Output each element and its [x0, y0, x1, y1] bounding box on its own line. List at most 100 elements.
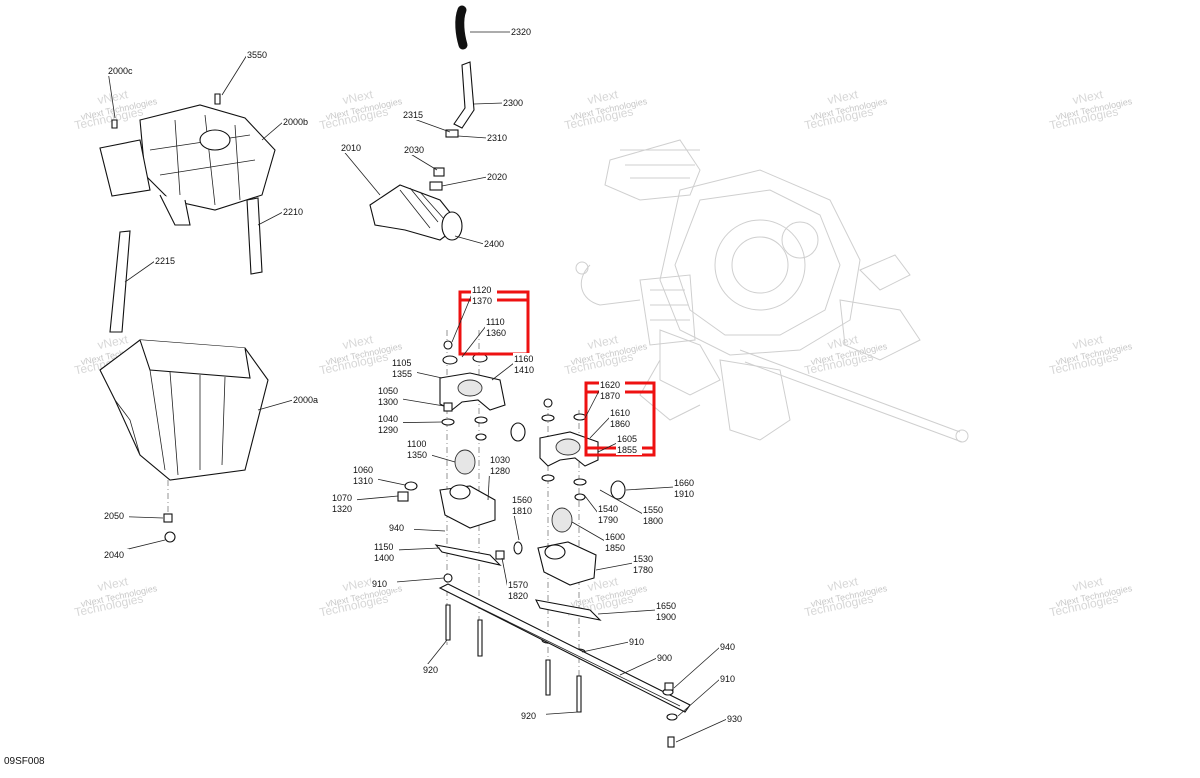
watermark-line1: vNext [96, 574, 130, 594]
callout-line: 1300 [378, 397, 398, 407]
callout-bg-1030 [489, 454, 515, 476]
watermark-line1: vNext [341, 87, 375, 107]
leader-line-1600 [571, 521, 606, 542]
callout-line: 920 [521, 711, 536, 721]
callout-2400: 2400 [484, 239, 504, 249]
callout-940a: 940 [389, 523, 404, 533]
callout-line: 1100 [407, 439, 426, 449]
watermark-line1: vNext [586, 574, 620, 594]
callout-line: 1360 [486, 328, 506, 338]
callout-line: 3550 [247, 50, 267, 60]
callout-bg-900 [656, 652, 682, 663]
callout-line: 1850 [605, 543, 625, 553]
callout-bg-940a [388, 522, 414, 533]
callout-bg-2300 [502, 97, 528, 108]
callout-line: 1160 [514, 354, 533, 364]
callout-line: 1790 [598, 515, 618, 525]
callout-bg-1610 [609, 407, 635, 429]
callout-line: 1410 [514, 365, 534, 375]
callout-bg-2000b [282, 116, 308, 127]
callout-bg-1570 [507, 579, 533, 601]
callout-bg-2010 [340, 142, 366, 153]
screw-parts-top [111, 93, 221, 129]
callout-line: 1110 [486, 317, 505, 327]
callout-line: 1290 [378, 425, 398, 435]
callout-bg-1620 [599, 379, 625, 401]
callout-line: 1570 [508, 580, 528, 590]
callout-2000c: 2000c [108, 66, 133, 76]
callout-line: 2000b [283, 117, 308, 127]
callout-bg-1050 [377, 385, 403, 407]
leader-line-3550 [221, 54, 248, 96]
callout-line: 1120 [472, 285, 491, 295]
leader-line-2000c [107, 70, 116, 119]
callout-line: 1540 [598, 504, 618, 514]
engine-ghost-drawing [575, 139, 969, 443]
leader-line-2300 [473, 102, 504, 105]
leader-line-1650 [597, 609, 657, 615]
callout-bg-1040 [377, 413, 403, 435]
callout-line: 1050 [378, 386, 398, 396]
callout-2050: 2050 [104, 511, 124, 521]
callout-line: 2215 [155, 256, 175, 266]
callout-line: 2050 [104, 511, 124, 521]
callout-bg-2000c [107, 65, 133, 76]
callout-line: 910 [720, 674, 735, 684]
leader-line-1530 [595, 562, 634, 571]
callout-line: 1070 [332, 493, 352, 503]
watermark-line1: vNext [341, 574, 375, 594]
callout-bg-920a [422, 664, 448, 675]
callout-2310: 2310 [487, 133, 507, 143]
callout-bg-2000a [292, 394, 318, 405]
callout-line: 2000c [108, 66, 133, 76]
callout-line: 1350 [407, 450, 427, 460]
drain-bolt-part [163, 480, 176, 543]
callout-line: 1800 [643, 516, 663, 526]
callout-line: 1620 [600, 380, 620, 390]
leader-line-2310 [457, 135, 488, 139]
leader-line-1540 [584, 495, 599, 514]
leader-line-2400 [454, 235, 485, 245]
callout-line: 1870 [600, 391, 620, 401]
callout-line: 1310 [353, 476, 373, 486]
callout-line: 920 [423, 665, 438, 675]
leader-line-1120 [451, 293, 473, 343]
crossbar-part [438, 583, 691, 748]
leader-line-1550 [599, 489, 644, 515]
callout-line: 1855 [617, 445, 637, 455]
callout-2000b: 2000b [283, 117, 308, 127]
leader-lines [103, 31, 728, 743]
callout-bg-2040 [103, 549, 129, 560]
callout-line: 1105 [392, 358, 411, 368]
callout-line: 2210 [283, 207, 303, 217]
callout-line: 2030 [404, 145, 424, 155]
leader-line-910b [581, 641, 630, 653]
callout-bg-1060 [352, 464, 378, 486]
callout-line: 1370 [472, 296, 492, 306]
intake-hose-parts [369, 5, 475, 241]
watermark-line1: vNext [826, 332, 860, 352]
callout-bg-1070 [331, 492, 357, 514]
callout-920a: 920 [423, 665, 438, 675]
callout-line: 2000a [293, 395, 318, 405]
callout-line: 1660 [674, 478, 694, 488]
callout-bg-1540 [597, 503, 623, 525]
leader-line-2000b [261, 121, 284, 141]
callout-bg-2320 [510, 26, 536, 37]
